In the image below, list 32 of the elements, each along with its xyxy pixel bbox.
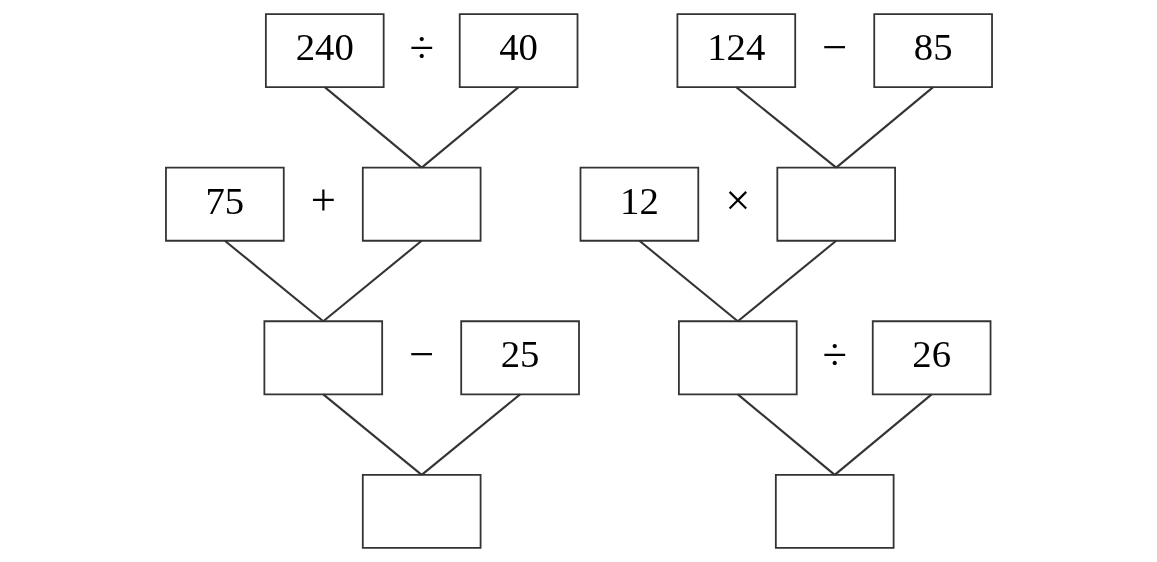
label: ÷ <box>821 328 847 379</box>
connector <box>420 86 519 169</box>
label: − <box>821 21 847 72</box>
node-box: 25 <box>459 320 580 396</box>
label: × <box>724 175 750 226</box>
node-box <box>775 166 896 242</box>
node-box <box>361 166 481 242</box>
node-box: 240 <box>264 13 385 89</box>
label: + <box>310 175 336 226</box>
node-box <box>361 473 481 549</box>
label: ÷ <box>408 21 434 72</box>
connector <box>736 393 835 476</box>
node-box: 40 <box>458 13 578 89</box>
connector <box>322 393 422 476</box>
connector <box>322 239 422 323</box>
connector <box>323 86 422 169</box>
node-box <box>774 473 894 549</box>
node-box: 85 <box>872 13 993 89</box>
connector <box>833 393 932 476</box>
connector <box>638 239 738 323</box>
connector <box>835 86 934 169</box>
connector <box>223 239 324 323</box>
node-box: 26 <box>871 320 991 396</box>
node-box <box>677 320 798 396</box>
node-box: 75 <box>164 166 285 242</box>
node-box: 124 <box>676 13 796 89</box>
label: − <box>408 328 434 379</box>
connector <box>420 393 521 476</box>
connector <box>736 239 837 323</box>
node-box <box>263 320 383 396</box>
node-box: 12 <box>579 166 699 242</box>
connector <box>735 86 837 169</box>
